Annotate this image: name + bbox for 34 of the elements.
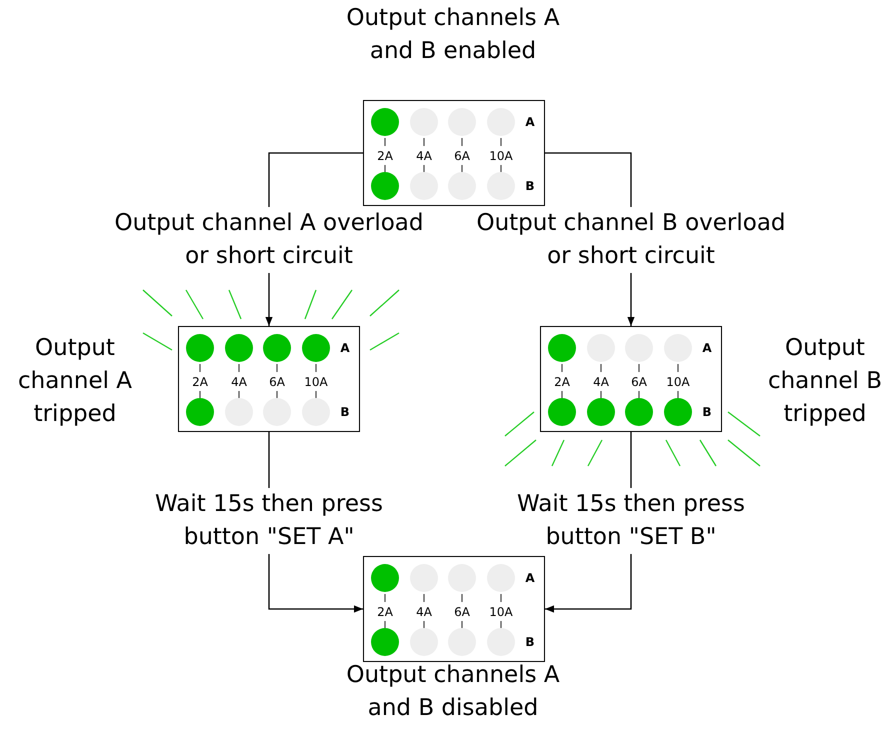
- current-label: 2A: [554, 375, 570, 389]
- current-label: 2A: [192, 375, 208, 389]
- current-label: 10A: [489, 149, 513, 163]
- state-caption: Output channel A tripped: [16, 334, 134, 429]
- state-caption: Output channels A and B disabled: [345, 661, 561, 723]
- channel-label: A: [525, 571, 535, 585]
- channel-label: A: [525, 115, 535, 129]
- channel-label: B: [702, 405, 712, 419]
- current-label: 4A: [416, 149, 432, 163]
- current-label: 4A: [593, 375, 609, 389]
- current-label: 2A: [377, 605, 393, 619]
- current-label: 6A: [454, 605, 470, 619]
- current-label: 2A: [377, 149, 393, 163]
- current-label: 4A: [231, 375, 247, 389]
- current-label: 10A: [489, 605, 513, 619]
- current-label: 4A: [416, 605, 432, 619]
- indicator-panel: [540, 326, 722, 432]
- channel-label: B: [525, 635, 535, 649]
- current-label: 6A: [269, 375, 285, 389]
- current-label: 6A: [631, 375, 647, 389]
- channel-label: B: [340, 405, 350, 419]
- edge-label: Output channel A overload or short circuit: [114, 206, 424, 272]
- channel-label: B: [525, 179, 535, 193]
- current-label: 10A: [304, 375, 328, 389]
- state-caption: Output channels A and B enabled: [345, 4, 561, 66]
- current-label: 10A: [666, 375, 690, 389]
- channel-label: A: [340, 341, 350, 355]
- channel-label: A: [702, 341, 712, 355]
- state-caption: Output channel B tripped: [766, 334, 884, 429]
- indicator-panel: [178, 326, 360, 432]
- indicator-panel: [363, 100, 545, 206]
- edge-label: Output channel B overload or short circuit: [476, 206, 786, 272]
- current-label: 6A: [454, 149, 470, 163]
- indicator-panel: [363, 556, 545, 662]
